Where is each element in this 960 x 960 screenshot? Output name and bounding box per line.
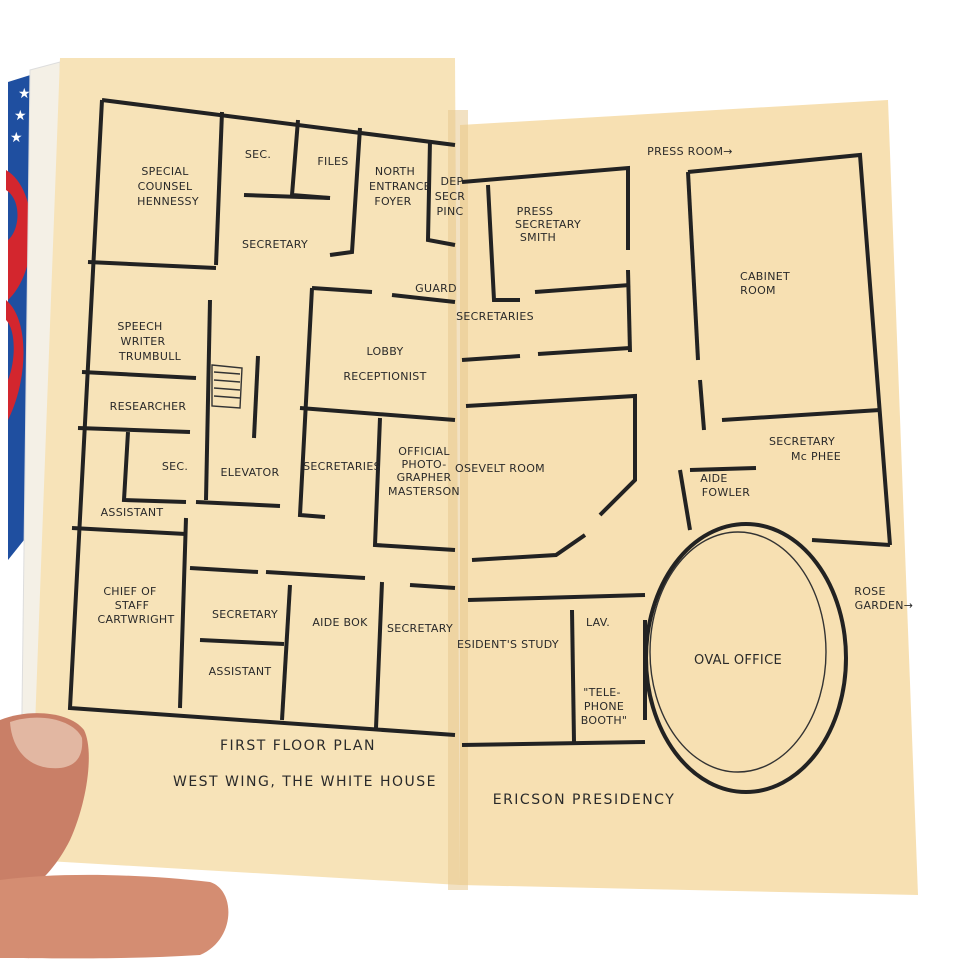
room-label-assistant-left: ASSISTANT: [101, 506, 164, 519]
room-label-north-entrance-2: ENTRANCE: [369, 180, 431, 193]
room-label-guard: GUARD: [415, 282, 457, 295]
room-label-special-counsel-2: COUNSEL: [138, 180, 193, 193]
room-label-press-secretary-1: PRESS: [517, 205, 554, 218]
room-label-speech-writer-1: SPEECH: [117, 320, 162, 333]
room-label-press-room: PRESS ROOM→: [647, 145, 733, 158]
room-label-presidents-study: ESIDENT'S STUDY: [457, 638, 559, 651]
room-label-press-secretary-2: SECRETARY: [515, 218, 581, 231]
room-label-secretaries-left: SECRETARIES: [303, 460, 381, 473]
room-label-rose-garden-1: ROSE: [854, 585, 885, 598]
room-label-fowler-2: FOWLER: [702, 486, 750, 499]
room-label-sec-mid: SEC.: [162, 460, 188, 473]
room-label-files: FILES: [317, 155, 348, 168]
room-label-photographer-2: PHOTO-: [401, 458, 446, 471]
room-label-north-entrance-1: NORTH: [375, 165, 415, 178]
gutter-shadow: [448, 110, 468, 890]
room-label-photographer-1: OFFICIAL: [398, 445, 450, 458]
room-label-telephone-2: PHONE: [584, 700, 624, 713]
room-label-secretaries-right: SECRETARIES: [456, 310, 534, 323]
room-label-deputy-3: PINC: [437, 205, 464, 218]
room-label-deputy-1: DEP: [441, 175, 464, 188]
room-label-speech-writer-3: TRUMBULL: [118, 350, 182, 363]
room-label-aide-bok: AIDE BOK: [312, 616, 368, 629]
caption-first-floor-plan: FIRST FLOOR PLAN: [220, 738, 376, 754]
room-label-telephone-3: BOOTH": [581, 714, 628, 727]
room-label-deputy-2: SECR: [435, 190, 466, 203]
room-label-chief-1: CHIEF OF: [103, 585, 156, 598]
room-label-fowler-1: AIDE: [700, 472, 727, 485]
thumb: [0, 713, 229, 959]
room-label-roosevelt: OSEVELT ROOM: [455, 462, 545, 475]
room-label-lobby: LOBBY: [366, 345, 403, 358]
room-label-rose-garden-2: GARDEN→: [855, 599, 914, 612]
room-label-researcher: RESEARCHER: [110, 400, 187, 413]
star-icon: ★: [18, 86, 31, 102]
room-labels: SPECIAL COUNSEL HENNESSY SEC. FILES NORT…: [97, 145, 913, 727]
room-label-cabinet-1: CABINET: [740, 270, 790, 283]
star-icon: ★: [14, 108, 27, 124]
room-label-photographer-3: GRAPHER: [397, 471, 452, 484]
caption-ericson-presidency: ERICSON PRESIDENCY: [493, 792, 676, 808]
room-label-mcphee-1: SECRETARY: [769, 435, 835, 448]
room-label-north-entrance-3: FOYER: [374, 195, 411, 208]
room-label-mcphee-2: Mc PHEE: [791, 450, 841, 463]
right-plan-walls: [461, 152, 892, 794]
room-label-chief-2: STAFF: [115, 599, 150, 612]
room-label-secretary-top: SECRETARY: [242, 238, 308, 251]
room-label-chief-3: CARTWRIGHT: [97, 613, 174, 626]
room-label-telephone-1: "TELE-: [583, 686, 621, 699]
room-label-assistant-bottom: ASSISTANT: [209, 665, 272, 678]
room-label-lav: LAV.: [586, 616, 610, 629]
room-label-sec-top: SEC.: [245, 148, 271, 161]
room-label-receptionist: RECEPTIONIST: [343, 370, 426, 383]
room-label-secretary-bottom: SECRETARY: [212, 608, 278, 621]
room-label-cabinet-2: ROOM: [740, 284, 776, 297]
room-label-oval-office: OVAL OFFICE: [694, 653, 782, 668]
plan-caption: FIRST FLOOR PLAN WEST WING, THE WHITE HO…: [173, 738, 676, 808]
room-label-speech-writer-2: WRITER: [121, 335, 166, 348]
room-label-elevator: ELEVATOR: [221, 466, 280, 479]
room-label-secretary-bottom-right: SECRETARY: [387, 622, 453, 635]
room-label-special-counsel-3: HENNESSY: [137, 195, 199, 208]
room-label-special-counsel-1: SPECIAL: [141, 165, 189, 178]
star-icon: ★: [10, 130, 23, 146]
caption-west-wing: WEST WING, THE WHITE HOUSE: [173, 774, 437, 790]
room-label-photographer-4: MASTERSON: [388, 485, 460, 498]
room-label-press-secretary-3: SMITH: [520, 231, 556, 244]
left-plan-walls: [67, 98, 456, 737]
